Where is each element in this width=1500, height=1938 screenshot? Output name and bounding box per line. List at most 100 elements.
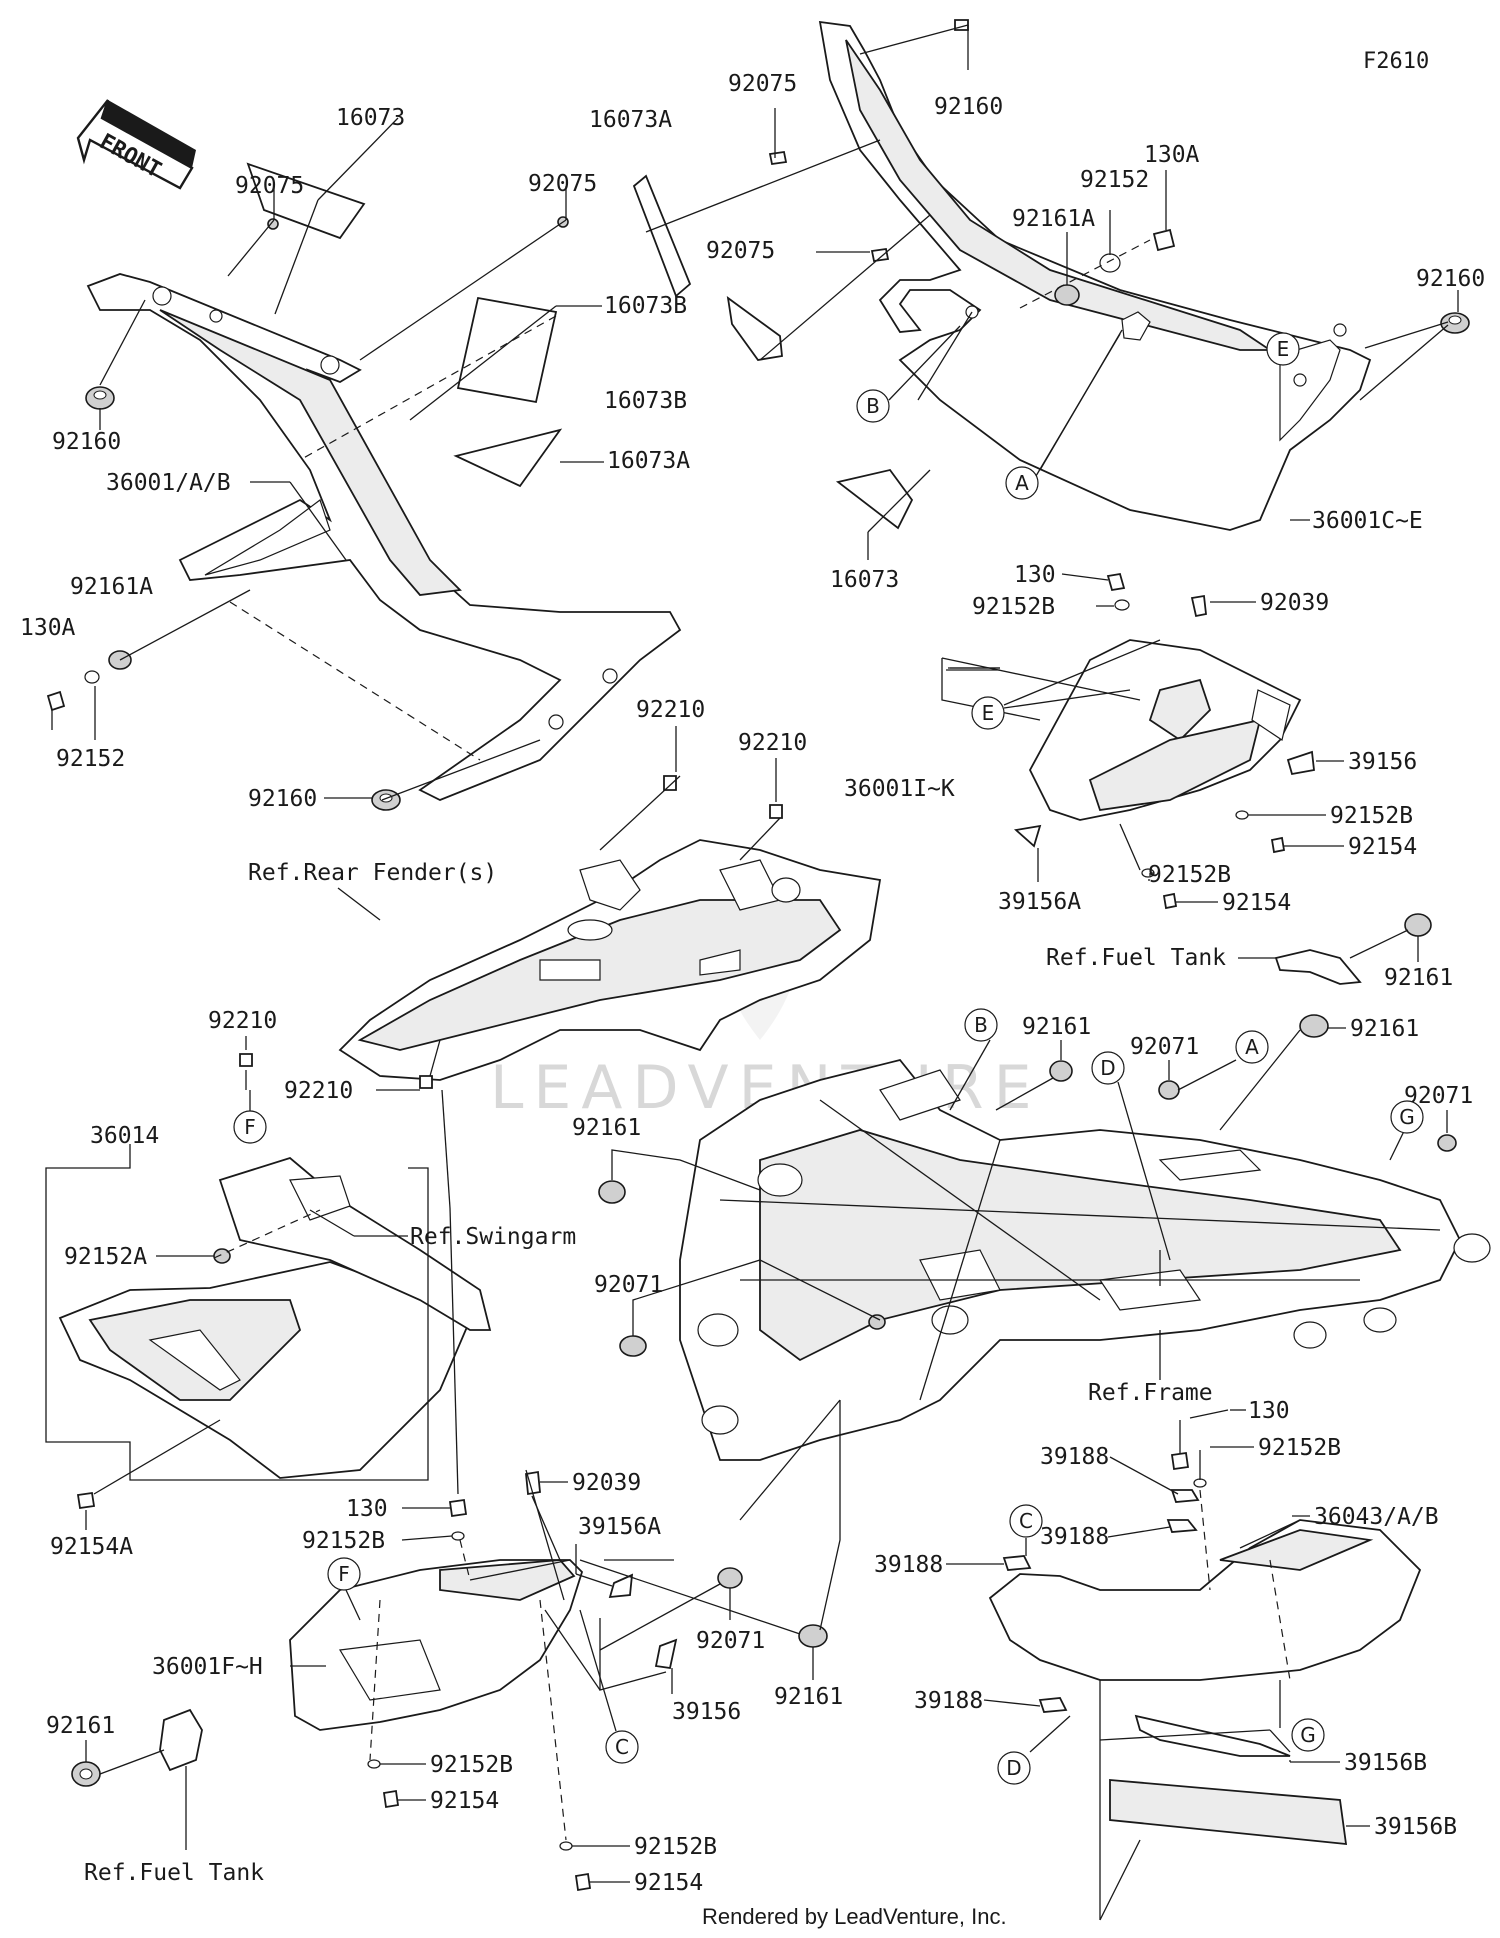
grommet-92161-fueltank: [1404, 913, 1432, 937]
label-92161: 92161: [1384, 965, 1453, 991]
grommet-92071-f2: [1437, 1134, 1457, 1152]
label-92210: 92210: [738, 730, 807, 756]
label-16073A: 16073A: [589, 107, 672, 133]
clip-92152B-low3: [559, 1841, 573, 1851]
callout-C-low: [605, 1730, 639, 1764]
label-92039: 92039: [572, 1470, 641, 1496]
label-92154: 92154: [1222, 890, 1291, 916]
label-92152B: 92152B: [634, 1834, 717, 1860]
ref-swingarm: Ref.Swingarm: [410, 1224, 576, 1250]
callout-G-rear: [1291, 1718, 1325, 1752]
label-92152: 92152: [56, 746, 125, 772]
pad-39188-b: [1166, 1519, 1198, 1533]
screw-92075-c: [768, 150, 788, 166]
sticker-16073-left: [246, 162, 366, 240]
grommet-92161-low: [798, 1624, 828, 1648]
fuel-tank-bracket-bottom: [159, 1708, 203, 1772]
label-16073A: 16073A: [607, 448, 690, 474]
clip-92152B-rear: [1193, 1478, 1207, 1488]
chain-cover-36014: [58, 1261, 472, 1479]
label-39156B: 39156B: [1374, 1814, 1457, 1840]
bolt-130-rear: [1170, 1451, 1190, 1471]
callout-B-frame: [964, 1008, 998, 1042]
clip-92210-b: [769, 804, 783, 819]
label-16073: 16073: [830, 567, 899, 593]
grommet-frame-small: [868, 1314, 886, 1330]
screw-92154-r2: [1162, 892, 1178, 910]
svg-text:A: A: [1015, 471, 1029, 495]
label-39156A: 39156A: [998, 889, 1081, 915]
sticker-16073B-left: [456, 296, 558, 404]
callout-F-low: [327, 1557, 361, 1591]
screw-92039-top: [1190, 594, 1207, 618]
label-92152B: 92152B: [430, 1752, 513, 1778]
label-130: 130: [346, 1496, 388, 1522]
svg-text:G: G: [1300, 1723, 1316, 1747]
svg-text:B: B: [974, 1013, 988, 1037]
label-92160: 92160: [934, 94, 1003, 120]
clip-92210-a: [663, 775, 677, 791]
ref-frame: Ref.Frame: [1088, 1380, 1213, 1406]
clip-92152B-low2: [367, 1759, 381, 1769]
label-92161: 92161: [1350, 1016, 1419, 1042]
pad-39156A-top: [1013, 824, 1042, 848]
screw-92154-low2: [574, 1872, 592, 1892]
svg-text:F: F: [244, 1115, 256, 1139]
clip-92152B-low1: [451, 1531, 465, 1541]
grommet-92071-f3: [619, 1335, 647, 1357]
label-39188: 39188: [1040, 1524, 1109, 1550]
callout-G-frame: [1390, 1100, 1424, 1134]
grommet-92071-low: [717, 1567, 743, 1589]
label-36001I-K: 36001I~K: [844, 776, 955, 802]
label-36001-a-b: 36001/A/B: [106, 470, 231, 496]
label-39156: 39156: [672, 1699, 741, 1725]
label-92154: 92154: [634, 1870, 703, 1896]
label-92160: 92160: [1416, 266, 1485, 292]
sticker-16073B-right: [726, 295, 783, 361]
screw-92075-d: [870, 247, 890, 263]
label-39188: 39188: [1040, 1444, 1109, 1470]
label-92161: 92161: [46, 1713, 115, 1739]
clip-92152B-r1: [1235, 810, 1249, 820]
label-92160: 92160: [248, 786, 317, 812]
side-cover-left-36001: [86, 273, 682, 801]
clip-92152B-top: [1114, 599, 1130, 611]
label-130A: 130A: [1144, 142, 1200, 168]
label-39188: 39188: [914, 1688, 983, 1714]
clip-92075-a: [267, 218, 279, 230]
svg-text:E: E: [982, 701, 995, 725]
bolt-130A-right: [1152, 228, 1176, 252]
frame-ref: [679, 1058, 1491, 1461]
svg-text:A: A: [1245, 1035, 1259, 1059]
svg-text:E: E: [1277, 337, 1290, 361]
grommet-92071-f1: [1158, 1080, 1180, 1100]
svg-text:C: C: [1019, 1509, 1033, 1533]
label-92161: 92161: [572, 1115, 641, 1141]
label-92161A: 92161A: [70, 574, 153, 600]
label-92152A: 92152A: [64, 1244, 147, 1270]
pad-39188-a: [1170, 1489, 1200, 1503]
label-92160: 92160: [52, 429, 121, 455]
collar-92152-right: [1099, 253, 1121, 273]
label-92075: 92075: [235, 173, 304, 199]
callout-B-top: [856, 389, 890, 423]
pad-39156-low: [654, 1638, 678, 1670]
callout-D-frame: [1091, 1051, 1125, 1085]
label-92152B: 92152B: [1330, 803, 1413, 829]
sticker-16073A-right: [632, 174, 692, 298]
clip-92210-d: [419, 1075, 433, 1089]
label-92154: 92154: [1348, 834, 1417, 860]
label-92210: 92210: [636, 697, 705, 723]
front-arrow-icon: FRONT: [76, 99, 196, 190]
label-92152B: 92152B: [1148, 862, 1231, 888]
seat-cowl-36001I: [1028, 639, 1302, 821]
diagram-code: F2610: [1363, 49, 1429, 74]
bolt-130A-left: [46, 690, 66, 712]
pad-39188-d: [1038, 1697, 1068, 1713]
label-92152: 92152: [1080, 167, 1149, 193]
side-cover-36001F: [289, 1559, 584, 1731]
callout-C-rear: [1009, 1504, 1043, 1538]
collar-92152A: [213, 1248, 231, 1264]
side-cover-right-36001C: [818, 20, 1372, 531]
